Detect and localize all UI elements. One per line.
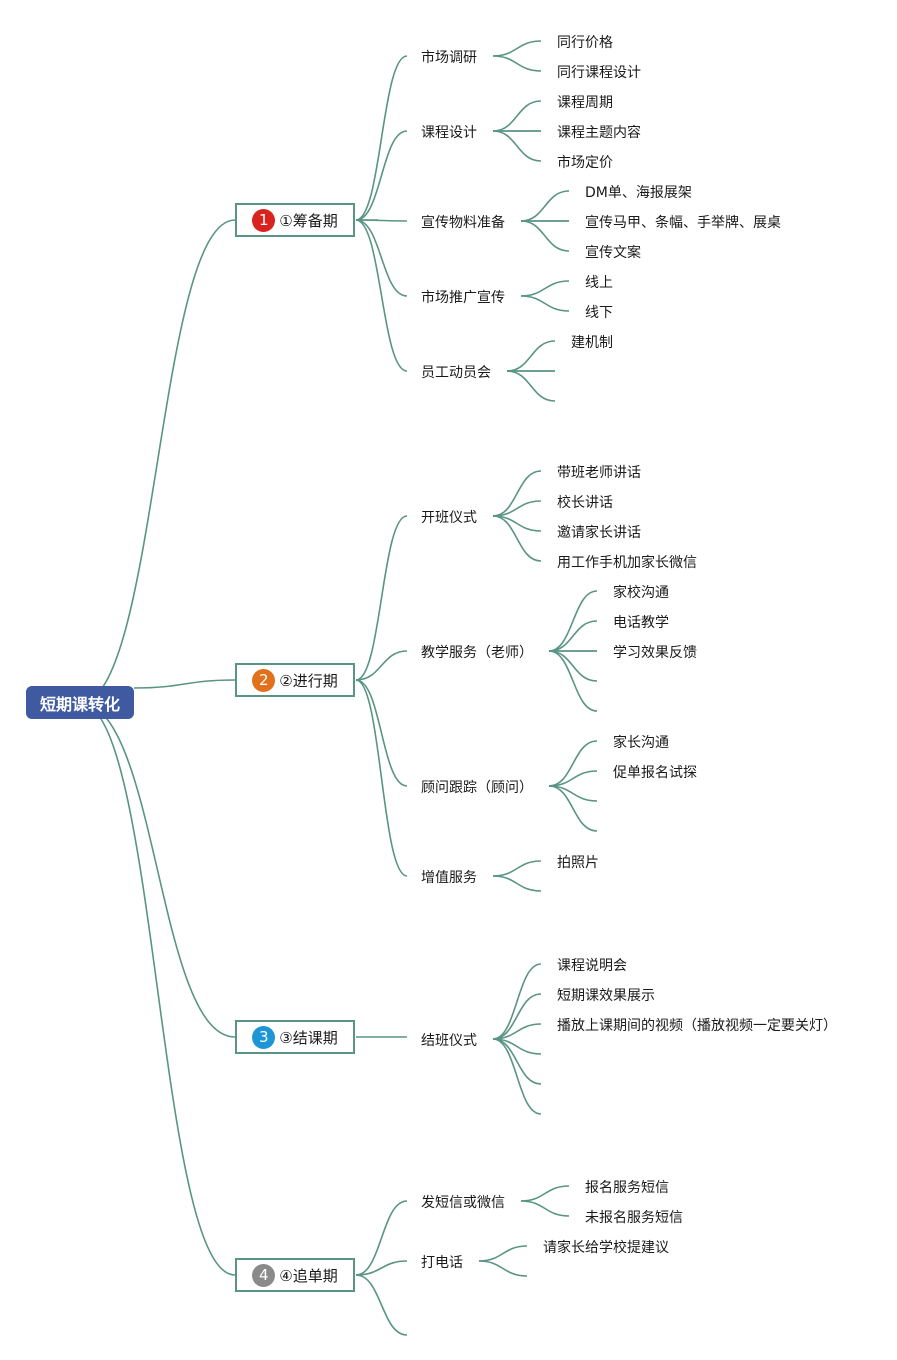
- phase-node-2[interactable]: 2 ②进行期: [235, 663, 355, 697]
- link-staff-meeting-2: [506, 370, 556, 402]
- leaf-course-cycle[interactable]: 课程周期: [557, 95, 613, 111]
- link-promo-materials-2: [520, 220, 570, 252]
- leaf-market-pricing[interactable]: 市场定价: [557, 155, 613, 171]
- link-market-research-1: [492, 55, 542, 72]
- leaf-take-photos[interactable]: 拍照片: [557, 855, 599, 871]
- link-promo-materials-0: [520, 190, 570, 222]
- link-opening-3: [492, 515, 542, 562]
- leaf-principal-speech[interactable]: 校长讲话: [557, 495, 613, 511]
- link-teaching-3: [548, 650, 598, 682]
- leaf-teacher-speech[interactable]: 带班老师讲话: [557, 465, 641, 481]
- link-phase1-branch-1: [355, 130, 408, 221]
- link-course-design-0: [492, 100, 542, 132]
- link-phase1-branch-0: [355, 55, 408, 221]
- leaf-parent-comm[interactable]: 家长沟通: [613, 735, 669, 751]
- link-phone-1: [478, 1260, 528, 1277]
- branch-consultant-followup[interactable]: 顾问跟踪（顾问）: [421, 780, 533, 796]
- link-root-phase2: [133, 679, 236, 689]
- leaf-nonsignup-sms[interactable]: 未报名服务短信: [585, 1210, 683, 1226]
- leaf-course-briefing[interactable]: 课程说明会: [557, 958, 627, 974]
- leaf-learning-feedback[interactable]: 学习效果反馈: [613, 645, 697, 661]
- link-phase1-branch-3: [355, 219, 408, 297]
- branch-send-sms-wechat[interactable]: 发短信或微信: [421, 1195, 505, 1211]
- link-phase1-branch-4: [355, 219, 408, 372]
- link-market-promo-0: [520, 280, 570, 297]
- link-closing-5: [492, 1038, 542, 1115]
- link-phase4-branch-2: [355, 1274, 408, 1336]
- link-consultant-3: [548, 785, 598, 832]
- leaf-phone-teaching[interactable]: 电话教学: [613, 615, 669, 631]
- branch-opening-ceremony[interactable]: 开班仪式: [421, 510, 477, 526]
- link-phase4-branch-0: [355, 1200, 408, 1276]
- link-phase2-branch-3: [355, 679, 408, 877]
- link-closing-1: [492, 993, 542, 1040]
- link-teaching-0: [548, 590, 598, 652]
- branch-closing-ceremony[interactable]: 结班仪式: [421, 1033, 477, 1049]
- link-staff-meeting-0: [506, 340, 556, 372]
- branch-market-research[interactable]: 市场调研: [421, 50, 477, 66]
- link-market-research-0: [492, 40, 542, 57]
- branch-staff-meeting[interactable]: 员工动员会: [421, 365, 491, 381]
- branch-course-design[interactable]: 课程设计: [421, 125, 477, 141]
- phase-label-3: ③结课期: [279, 1028, 338, 1047]
- leaf-peer-price[interactable]: 同行价格: [557, 35, 613, 51]
- leaf-offline[interactable]: 线下: [585, 305, 613, 321]
- number-badge-2: 2: [252, 668, 276, 692]
- leaf-build-mechanism[interactable]: 建机制: [571, 335, 613, 351]
- link-teaching-1: [548, 620, 598, 652]
- branch-teaching-service[interactable]: 教学服务（老师）: [421, 645, 533, 661]
- number-badge-3: 3: [252, 1025, 276, 1049]
- link-market-promo-1: [520, 295, 570, 312]
- link-phone-0: [478, 1245, 528, 1262]
- leaf-peer-course-design[interactable]: 同行课程设计: [557, 65, 641, 81]
- link-opening-0: [492, 470, 542, 517]
- leaf-signup-probe[interactable]: 促单报名试探: [613, 765, 697, 781]
- link-value-added-0: [492, 860, 542, 877]
- leaf-dm-poster[interactable]: DM单、海报展架: [585, 185, 692, 201]
- root-label: 短期课转化: [39, 694, 120, 714]
- link-phase2-branch-1: [355, 650, 408, 681]
- leaf-promo-vest[interactable]: 宣传马甲、条幅、手举牌、展桌: [585, 215, 781, 231]
- link-phase2-branch-2: [355, 679, 408, 787]
- leaf-play-video[interactable]: 播放上课期间的视频（播放视频一定要关灯）: [557, 1018, 837, 1034]
- branch-phone-call[interactable]: 打电话: [421, 1255, 463, 1271]
- number-badge-4: 4: [252, 1263, 276, 1287]
- link-consultant-0: [548, 740, 598, 787]
- link-root-phase3: [79, 702, 236, 1038]
- leaf-course-theme[interactable]: 课程主题内容: [557, 125, 641, 141]
- leaf-result-showcase[interactable]: 短期课效果展示: [557, 988, 655, 1004]
- link-value-added-1: [492, 875, 542, 892]
- link-root-phase1: [79, 219, 236, 704]
- number-badge-1: 1: [252, 208, 276, 232]
- leaf-parent-speech[interactable]: 邀请家长讲话: [557, 525, 641, 541]
- leaf-home-school-comm[interactable]: 家校沟通: [613, 585, 669, 601]
- phase-label-1: ①筹备期: [279, 211, 338, 230]
- branch-market-promotion[interactable]: 市场推广宣传: [421, 290, 505, 306]
- phase-node-1[interactable]: 1 ①筹备期: [235, 203, 355, 237]
- link-course-design-2: [492, 130, 542, 162]
- link-phase4-branch-1: [355, 1260, 408, 1276]
- link-sms-1: [520, 1200, 570, 1217]
- leaf-signup-sms[interactable]: 报名服务短信: [585, 1180, 669, 1196]
- link-closing-0: [492, 963, 542, 1040]
- leaf-ask-suggestions[interactable]: 请家长给学校提建议: [543, 1240, 669, 1256]
- branch-value-added[interactable]: 增值服务: [421, 870, 477, 886]
- root-node[interactable]: 短期课转化: [26, 686, 134, 719]
- link-phase2-branch-0: [355, 515, 408, 681]
- link-root-phase4: [79, 702, 236, 1276]
- phase-node-4[interactable]: 4 ④追单期: [235, 1258, 355, 1292]
- leaf-promo-copy[interactable]: 宣传文案: [585, 245, 641, 261]
- leaf-add-wechat[interactable]: 用工作手机加家长微信: [557, 555, 697, 571]
- phase-label-2: ②进行期: [279, 671, 338, 690]
- phase-node-3[interactable]: 3 ③结课期: [235, 1020, 355, 1054]
- link-sms-0: [520, 1185, 570, 1202]
- link-teaching-4: [548, 650, 598, 712]
- phase-label-4: ④追单期: [279, 1266, 338, 1285]
- leaf-online[interactable]: 线上: [585, 275, 613, 291]
- branch-promo-materials[interactable]: 宣传物料准备: [421, 215, 505, 231]
